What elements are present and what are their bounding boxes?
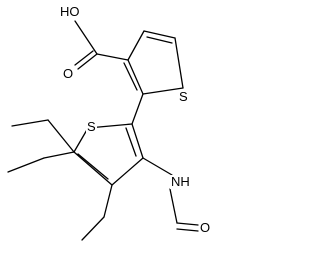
- ethyl-3-bond-b: [81, 216, 105, 241]
- bond-c-o-double-a: [176, 222, 199, 226]
- chemical-structure: HO O S S NH O: [7, 4, 211, 241]
- ethyl-2-bond-a: [43, 151, 75, 159]
- bond-biaryl: [131, 93, 144, 125]
- bond-c4-c5: [143, 30, 176, 39]
- bond-c-ring: [96, 53, 129, 61]
- bond-c4-c5-inner: [77, 153, 109, 180]
- structure-canvas: HO O S S NH O: [7, 4, 211, 241]
- ethyl-groups: [7, 119, 113, 241]
- bond-c-o-double-b: [74, 50, 94, 66]
- formamide-group: [142, 157, 199, 232]
- ethyl-2-bond-b: [7, 157, 45, 173]
- upper-thiophene-ring: [123, 30, 184, 95]
- amide-nh-label: NH: [171, 174, 190, 189]
- ethyl-1-bond-b: [11, 119, 49, 127]
- bond-c4-c5: [73, 151, 113, 186]
- bond-c-o-double-b: [176, 228, 199, 232]
- bond-c4-c5-inner: [146, 36, 173, 44]
- bond-c2-c3-inner: [123, 62, 138, 91]
- bond-nh-cho: [169, 188, 178, 224]
- upper-sulfur-label: S: [179, 89, 188, 104]
- bond-c5-s: [174, 37, 184, 89]
- bond-s-c2: [142, 87, 184, 95]
- carboxylic-acid-group: [74, 20, 129, 70]
- lower-sulfur-label: S: [87, 119, 96, 134]
- bond-c2-c3: [127, 59, 144, 95]
- bond-c2-c3: [131, 123, 144, 159]
- bond-c-oh: [74, 20, 98, 55]
- ethyl-3-bond-a: [103, 184, 113, 218]
- bond-c-nh: [142, 157, 173, 176]
- bond-c3-c4: [127, 30, 145, 61]
- bond-c5-s: [73, 127, 89, 153]
- bond-c-o-double-a: [77, 53, 98, 70]
- hydroxyl-label: HO: [60, 4, 80, 19]
- amide-carbonyl-oxygen-label: O: [200, 220, 210, 235]
- ethyl-1-bond-a: [47, 119, 75, 153]
- bond-c2-c3-inner: [125, 127, 137, 157]
- lower-thiophene-ring: [73, 123, 144, 186]
- bond-c3-c4: [111, 157, 144, 186]
- acid-carbonyl-oxygen-label: O: [63, 66, 73, 81]
